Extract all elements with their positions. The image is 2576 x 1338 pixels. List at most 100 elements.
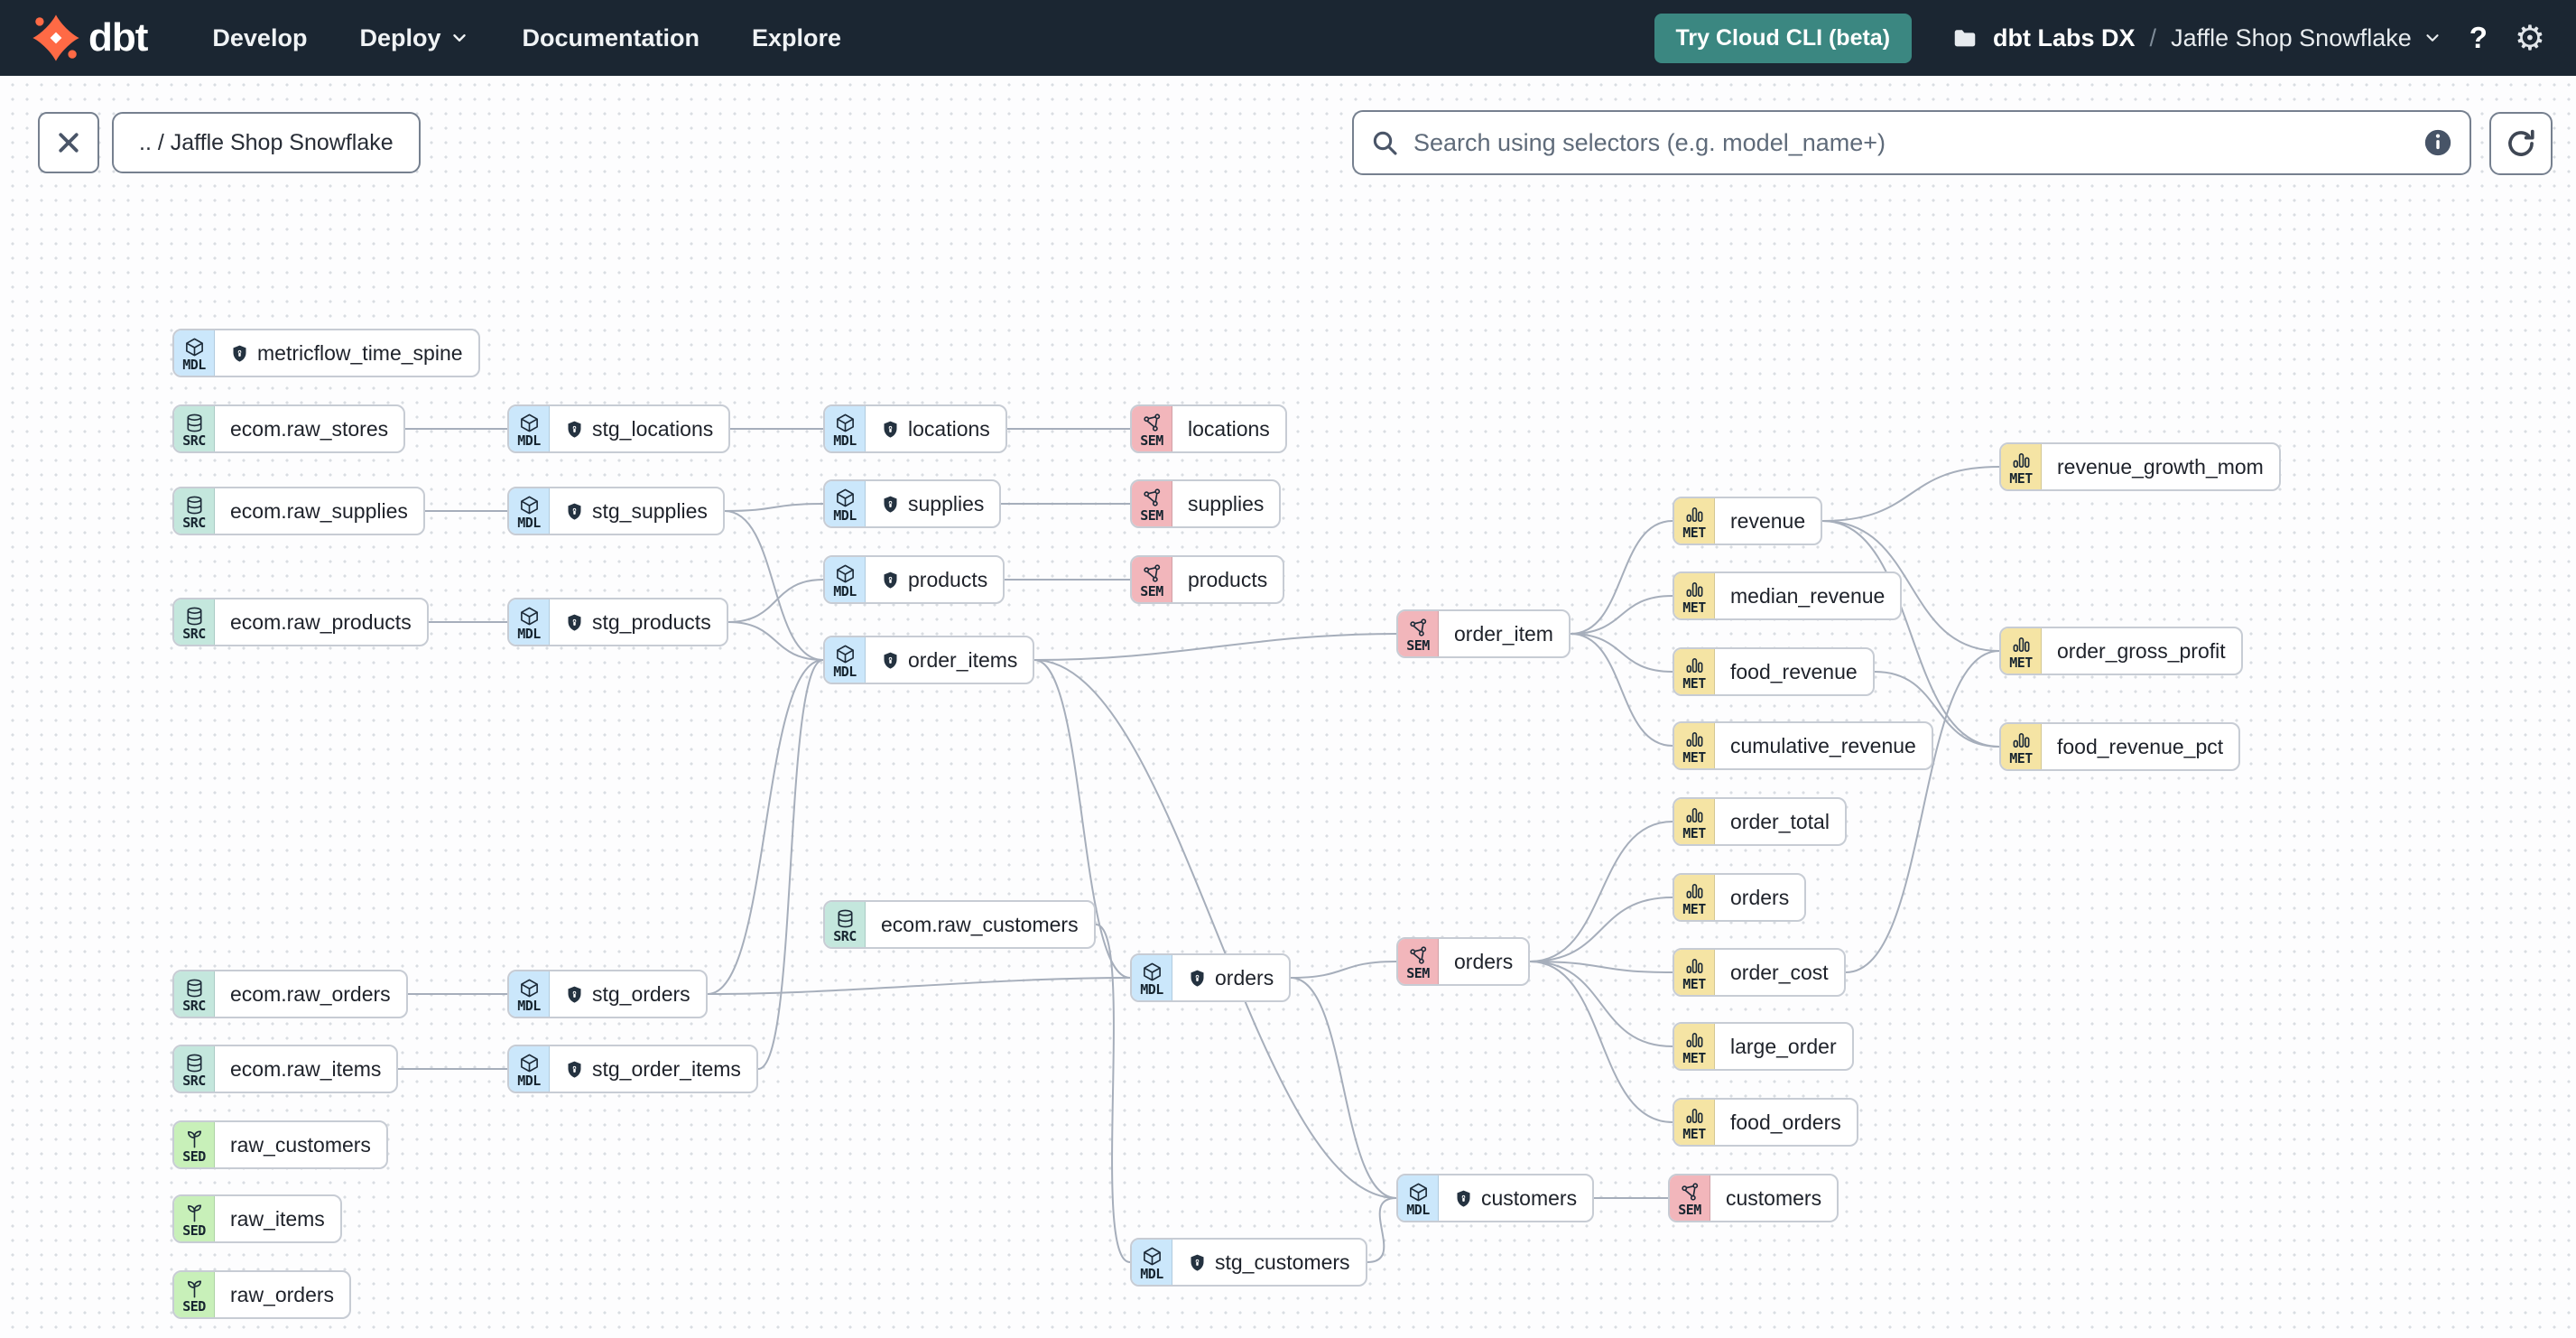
close-lineage-button[interactable] [38, 112, 99, 173]
cube-icon [519, 413, 540, 433]
node-type-label: MET [1682, 1049, 1706, 1066]
protected-shield-icon [565, 613, 584, 632]
protected-shield-icon [1454, 1189, 1473, 1208]
node-type-badge: MDL [825, 481, 866, 526]
node-label: stg_customers [1215, 1250, 1350, 1274]
selector-search [1352, 110, 2471, 175]
help-icon[interactable]: ? [2469, 21, 2488, 54]
cube-icon [519, 606, 540, 627]
protected-shield-icon [565, 1060, 584, 1079]
account-name[interactable]: dbt Labs DX [1993, 23, 2136, 51]
protected-shield-icon [565, 420, 584, 439]
bar-chart-icon [1684, 805, 1705, 826]
seedling-icon [184, 1203, 205, 1223]
refresh-button[interactable] [2489, 112, 2553, 175]
node-type-badge: MDL [509, 1046, 550, 1092]
graph-node-supplies_mdl[interactable]: MDL supplies [823, 479, 1002, 528]
edge-order_item_sem--median_revenue_met [1570, 595, 1673, 635]
nav-item-explore[interactable]: Explore [752, 23, 842, 51]
graph-node-supplies_sem[interactable]: SEM supplies [1130, 479, 1282, 528]
try-cloud-cli-button[interactable]: Try Cloud CLI (beta) [1654, 13, 1913, 63]
refresh-icon [2508, 129, 2534, 156]
info-icon[interactable] [2423, 127, 2453, 158]
node-type-badge: MET [1674, 649, 1715, 694]
node-type-badge: SEM [1132, 481, 1172, 526]
project-selector[interactable]: Jaffle Shop Snowflake [2171, 24, 2442, 52]
search-input[interactable] [1412, 127, 2410, 158]
node-type-label: SRC [182, 1072, 206, 1089]
node-type-label: SED [182, 1222, 206, 1239]
cube-icon [1142, 1246, 1163, 1267]
node-type-label: SEM [1140, 506, 1163, 524]
node-type-label: MDL [517, 1072, 541, 1089]
gear-icon[interactable]: ⚙ [2514, 18, 2545, 58]
share-network-icon [1408, 945, 1429, 966]
dbt-logo[interactable]: dbt [31, 13, 148, 63]
node-label: supplies [908, 491, 985, 516]
nav-item-deploy[interactable]: Deploy [359, 24, 469, 52]
node-label: products [1188, 567, 1268, 591]
node-label: stg_supplies [592, 498, 708, 523]
primary-nav: Develop Deploy Documentation Explore [212, 24, 841, 52]
edge-orders_sem--orders_met [1529, 897, 1673, 962]
nav-item-develop[interactable]: Develop [212, 23, 308, 51]
nav-item-documentation[interactable]: Documentation [522, 23, 700, 51]
node-type-label: SRC [182, 997, 206, 1014]
node-label: order_item [1454, 621, 1553, 646]
node-type-label: SED [182, 1297, 206, 1315]
edge-stg_orders--order_items_mdl [707, 659, 824, 995]
lineage-breadcrumb[interactable]: .. / Jaffle Shop Snowflake [112, 112, 421, 173]
bar-chart-icon [1684, 956, 1705, 977]
edge-order_items_mdl--order_item_sem [1033, 633, 1397, 661]
database-icon [184, 495, 205, 516]
node-type-badge: MDL [1132, 955, 1172, 1000]
node-label: stg_locations [592, 416, 714, 441]
cube-icon [835, 488, 856, 508]
node-label: supplies [1188, 491, 1265, 516]
node-label: ecom.raw_products [230, 609, 412, 634]
node-type-label: MDL [1406, 1201, 1430, 1218]
node-type-label: MDL [833, 663, 857, 680]
node-type-label: MET [2009, 749, 2033, 767]
node-type-label: MDL [517, 997, 541, 1014]
